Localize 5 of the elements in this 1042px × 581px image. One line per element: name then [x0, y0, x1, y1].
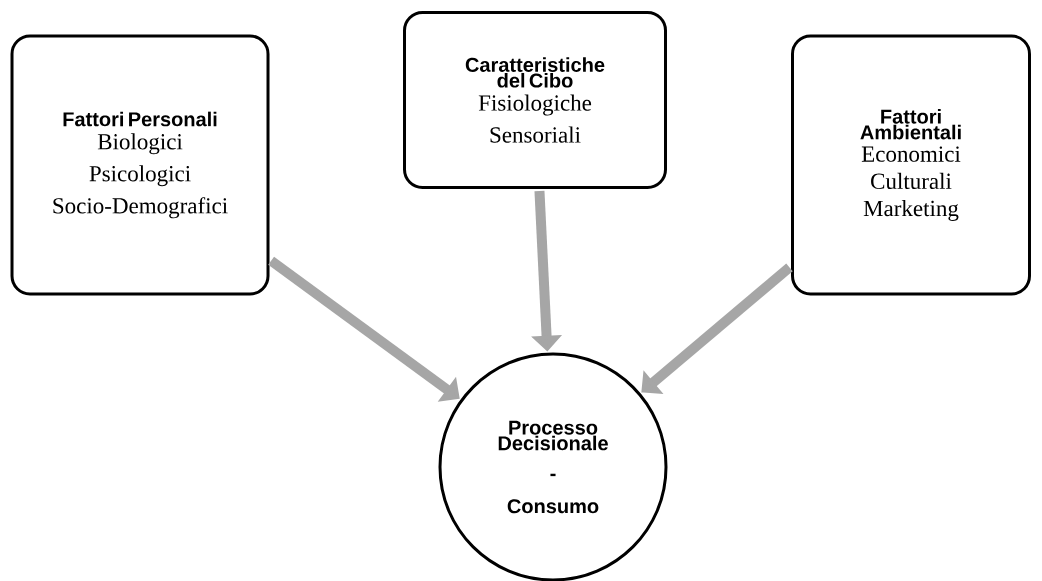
- arrow: [641, 263, 793, 395]
- category-box: Caratteristiche del Cibo Fisiologiche Sensoriali: [403, 11, 667, 189]
- category-box: Fattori Ambientali Economici Culturali Marketing: [791, 34, 1031, 296]
- arrow: [268, 256, 460, 402]
- category-box: Fattori Personali Biologici Psicologici Socio-Demografici: [10, 34, 270, 296]
